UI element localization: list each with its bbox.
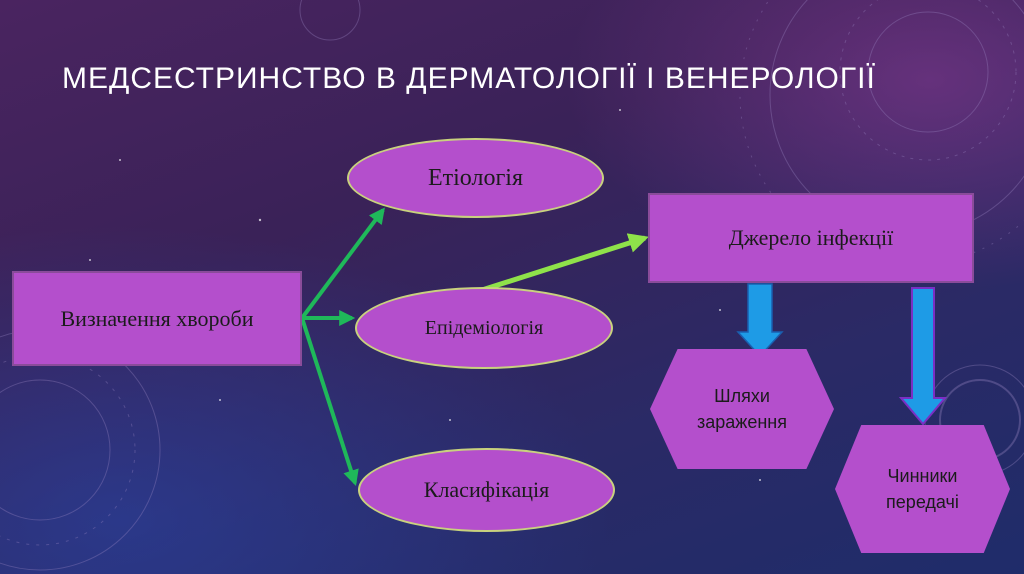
node-routes-label: Шляхи зараження	[697, 386, 787, 432]
node-epidemiology-label: Епідеміологія	[424, 316, 544, 339]
node-definition: Визначення хвороби	[12, 271, 302, 366]
node-etiology: Етіологія	[347, 138, 604, 218]
node-classification: Класифікація	[358, 448, 615, 532]
node-factors-label: Чинники передачі	[886, 466, 959, 512]
node-definition-label: Визначення хвороби	[60, 305, 254, 331]
node-etiology-label: Етіологія	[427, 164, 524, 191]
slide-title: МЕДСЕСТРИНСТВО В ДЕРМАТОЛОГІЇ І ВЕНЕРОЛО…	[62, 62, 876, 95]
node-source: Джерело інфекції	[648, 193, 974, 283]
node-factors: Чинники передачі	[835, 425, 1010, 553]
node-source-label: Джерело інфекції	[728, 225, 894, 250]
node-classification-label: Класифікація	[423, 477, 550, 502]
node-epidemiology: Епідеміологія	[355, 287, 613, 369]
node-routes: Шляхи зараження	[650, 349, 834, 469]
